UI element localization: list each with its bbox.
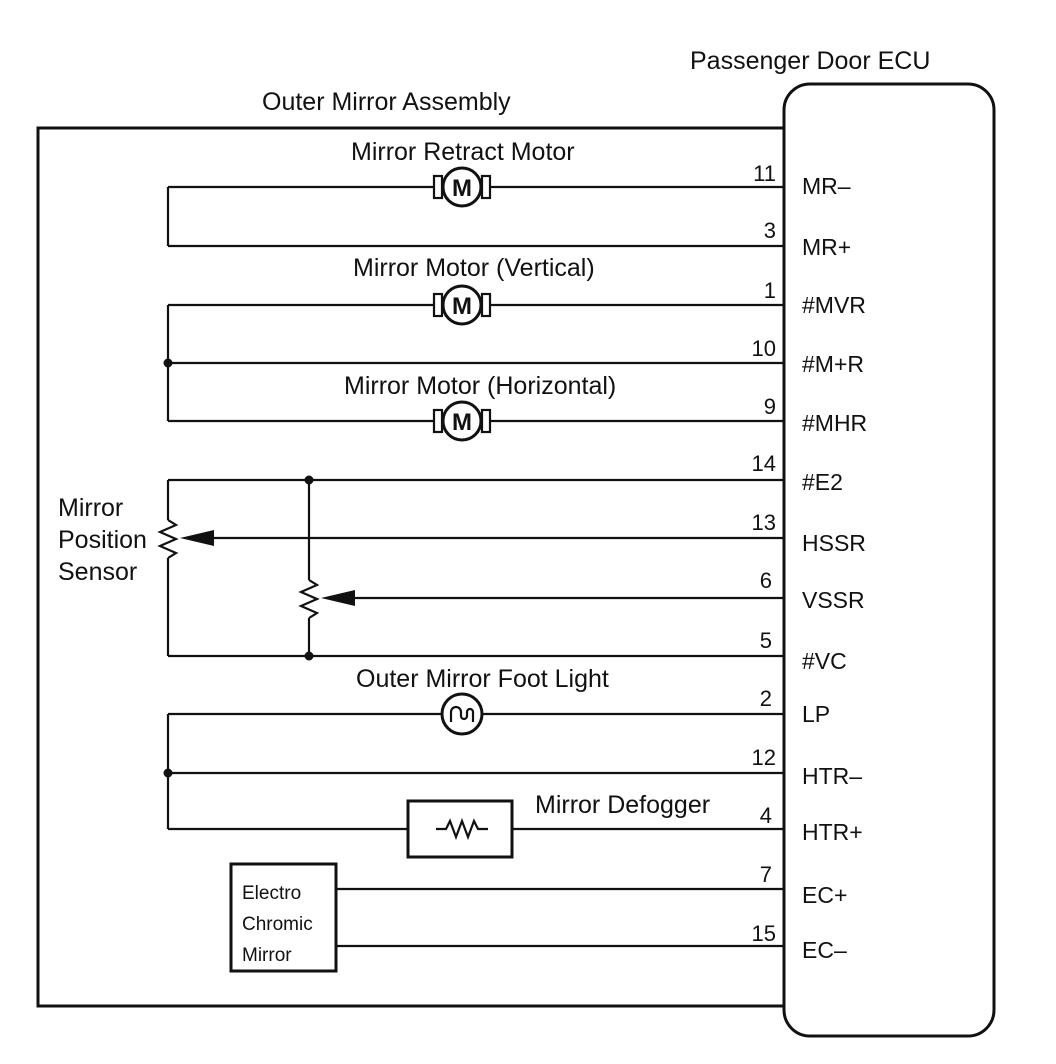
- pin-number: 14: [752, 451, 776, 476]
- horizontal-sensor-resistor: [157, 519, 179, 559]
- pin-signal: EC+: [802, 882, 847, 908]
- horizontal-motor-icon: M: [432, 400, 492, 442]
- pin-signal: EC–: [802, 937, 847, 963]
- sensor-label-line3: Sensor: [58, 558, 137, 586]
- pin-number: 5: [760, 628, 772, 653]
- pin-signal: HTR–: [802, 763, 862, 789]
- pin-number: 3: [764, 218, 776, 243]
- assembly-title: Outer Mirror Assembly: [262, 88, 511, 116]
- vertical-sensor-resistor: [298, 579, 320, 619]
- ecu-title: Passenger Door ECU: [690, 47, 930, 75]
- pin-signal: HSSR: [802, 530, 866, 556]
- sensor-label-line1: Mirror: [58, 494, 123, 522]
- ec-mirror-label-line1: Electro: [242, 883, 301, 904]
- lamp-icon: [440, 692, 484, 736]
- pin-signal: VSSR: [802, 587, 865, 613]
- pin-number: 15: [752, 921, 776, 946]
- pin-signal: #VC: [802, 648, 847, 674]
- svg-text:M: M: [452, 293, 472, 320]
- foot-light-label: Outer Mirror Foot Light: [356, 665, 609, 693]
- pin-number: 1: [764, 278, 776, 303]
- pin-signal: MR+: [802, 234, 851, 260]
- junction-dot: [163, 358, 173, 368]
- horizontal-wiper-arrow: [180, 530, 214, 546]
- horizontal-motor-label: Mirror Motor (Horizontal): [344, 372, 616, 400]
- defogger-heater-element: [436, 817, 488, 841]
- pin-number: 6: [760, 568, 772, 593]
- pin-signal: #MVR: [802, 292, 866, 318]
- pin-number: 12: [752, 745, 776, 770]
- pin-signal: MR–: [802, 173, 851, 199]
- vertical-wiper-arrow: [321, 590, 355, 606]
- svg-text:M: M: [452, 175, 472, 202]
- ec-mirror-label-line3: Mirror: [242, 945, 292, 966]
- retract-motor-label: Mirror Retract Motor: [351, 138, 575, 166]
- pin-number: 9: [764, 394, 776, 419]
- pin-signal: HTR+: [802, 819, 863, 845]
- junction-dot: [304, 475, 314, 485]
- sensor-label-line2: Position: [58, 526, 147, 554]
- assembly-box: [36, 126, 784, 1008]
- pin-number: 7: [760, 862, 772, 887]
- pin-labels: 11 MR– 3 MR+ 1 #MVR 10 #M+R 9 #MHR 14 #E…: [752, 161, 868, 963]
- ec-mirror-box: [229, 862, 338, 973]
- svg-text:M: M: [452, 409, 472, 436]
- defogger-label: Mirror Defogger: [535, 791, 710, 819]
- retract-motor-icon: M: [432, 166, 492, 208]
- pin-signal: #M+R: [802, 351, 864, 377]
- junction-dot: [163, 768, 173, 778]
- pin-signal: #E2: [802, 469, 843, 495]
- pin-number: 2: [760, 686, 772, 711]
- pin-number: 13: [752, 510, 776, 535]
- junction-dot: [304, 651, 314, 661]
- pin-number: 4: [760, 803, 772, 828]
- vertical-motor-label: Mirror Motor (Vertical): [353, 254, 595, 282]
- vertical-motor-icon: M: [432, 284, 492, 326]
- ecu-box: [782, 82, 996, 1038]
- pin-number: 11: [753, 161, 776, 186]
- pin-signal: LP: [802, 701, 830, 727]
- ec-mirror-label-line2: Chromic: [242, 914, 313, 935]
- pin-signal: #MHR: [802, 410, 867, 436]
- pin-number: 10: [752, 336, 776, 361]
